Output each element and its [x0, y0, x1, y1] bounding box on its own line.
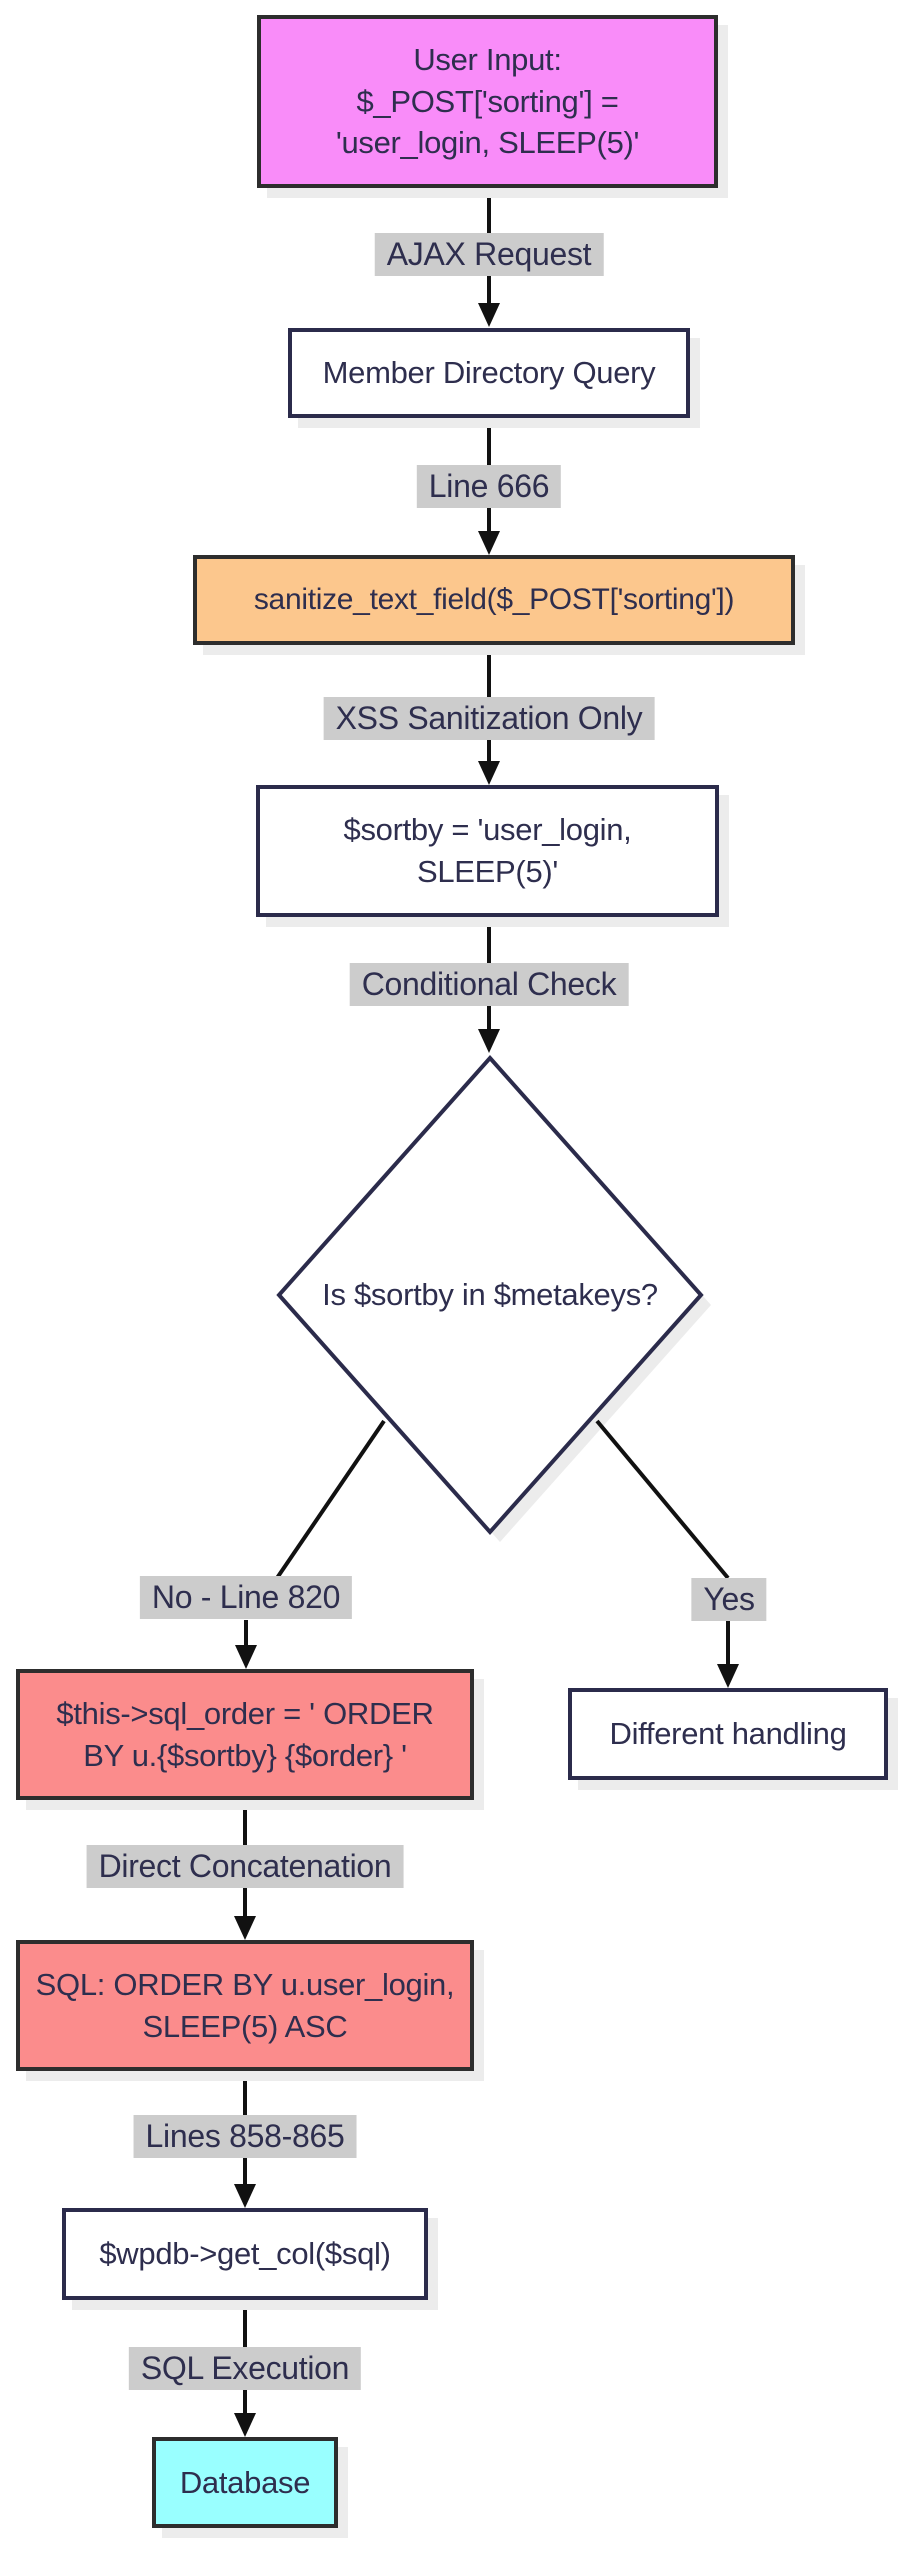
arrowhead-database: [234, 2413, 256, 2437]
edge-label-direct-concatenation: Direct Concatenation: [86, 1845, 404, 1889]
edge-label-conditional-check: Conditional Check: [349, 963, 629, 1007]
arrowhead-sortby: [478, 761, 500, 785]
node-member-directory-query: Member Directory Query: [288, 328, 690, 418]
node-sortby-assignment: $sortby = 'user_login, SLEEP(5)': [256, 785, 719, 917]
node-wpdb-get-col: $wpdb->get_col($sql): [62, 2208, 428, 2300]
arrowhead-sql-order: [235, 1645, 257, 1669]
edge-label-lines-858-865: Lines 858-865: [133, 2115, 357, 2159]
node-database: Database: [152, 2437, 338, 2528]
arrowhead-wpdb: [234, 2184, 256, 2208]
edge-decision-yes-diagonal: [595, 1419, 730, 1580]
node-decision-label: Is $sortby in $metakeys?: [322, 1277, 658, 1312]
edge-label-yes: Yes: [691, 1578, 767, 1622]
edge-label-ajax-request: AJAX Request: [374, 233, 604, 277]
edge-label-no-line-820: No - Line 820: [139, 1576, 353, 1620]
node-sanitize-text-field: sanitize_text_field($_POST['sorting']): [193, 555, 795, 645]
node-sql-order-concat: $this->sql_order = ' ORDER BY u.{$sortby…: [16, 1669, 474, 1800]
edge-decision-no-diagonal: [275, 1419, 386, 1580]
arrowhead-sanitize: [478, 531, 500, 555]
decision-diamond-shape: [276, 1054, 704, 1536]
arrowhead-decision: [478, 1029, 500, 1053]
edge-label-line-666: Line 666: [416, 465, 562, 509]
node-sql-built: SQL: ORDER BY u.user_login, SLEEP(5) ASC: [16, 1940, 474, 2071]
node-user-input: User Input: $_POST['sorting'] = 'user_lo…: [257, 15, 718, 188]
arrowhead-sql-built: [234, 1916, 256, 1940]
edge-label-xss-sanitization-only: XSS Sanitization Only: [323, 697, 655, 741]
arrowhead-member-directory: [478, 303, 500, 327]
arrowhead-different-handling: [717, 1664, 739, 1688]
node-different-handling: Different handling: [568, 1688, 888, 1780]
edge-label-sql-execution: SQL Execution: [128, 2347, 362, 2391]
